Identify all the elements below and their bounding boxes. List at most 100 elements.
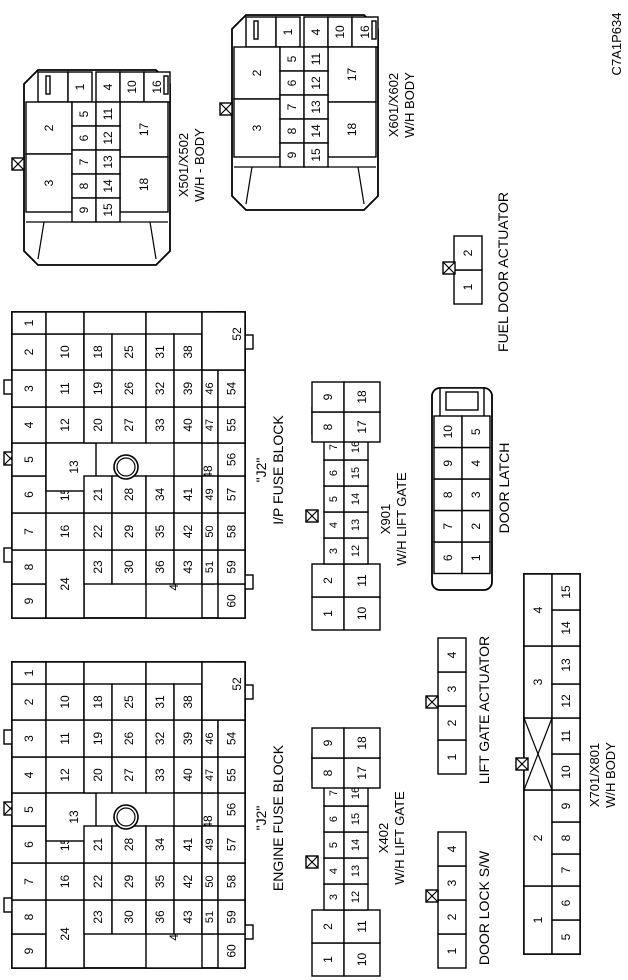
pin-18-label: 18 xyxy=(345,123,359,137)
corner-slot-cell xyxy=(37,71,69,103)
pin-15-label: 15 xyxy=(350,813,362,825)
fuel-door-label: FUEL DOOR ACTUATOR xyxy=(495,192,511,352)
fuse-g47-label: 47 xyxy=(204,419,216,431)
fuse-c22-label: 22 xyxy=(91,525,105,539)
fuse-d26-label: 26 xyxy=(122,382,136,396)
pin-11-label: 11 xyxy=(101,107,115,120)
fuse-a6-label: 6 xyxy=(22,491,36,498)
fuse-c19-label: 19 xyxy=(91,382,105,396)
fuse-f40-label: 40 xyxy=(181,768,195,782)
fuse-f43-label: 43 xyxy=(181,560,195,574)
pin-13-cell xyxy=(551,645,581,685)
pin-2-label: 2 xyxy=(321,577,335,584)
fuse-f42-cell xyxy=(173,512,203,551)
fuse-d25-cell xyxy=(111,683,147,721)
pin-4-cell xyxy=(523,573,553,647)
fuse-d27-label: 27 xyxy=(122,768,136,782)
pin-1-cell xyxy=(275,16,301,48)
pin-12-label: 12 xyxy=(101,131,115,145)
pin-9-cell xyxy=(311,381,345,413)
pin-13-label: 13 xyxy=(101,155,115,169)
fuse-48-cell xyxy=(173,442,203,477)
fuse-d29-label: 29 xyxy=(122,525,136,539)
pin-1-cell xyxy=(67,71,93,103)
fuse-c23-cell xyxy=(83,549,113,585)
pin-11-cell xyxy=(343,909,381,944)
fuse-block-tab xyxy=(3,897,13,913)
fuse-c22-label: 22 xyxy=(91,875,105,889)
fuse-f41-label: 41 xyxy=(181,488,195,502)
fuse-e32-label: 32 xyxy=(153,382,167,396)
fuse-c21-cell xyxy=(83,475,113,514)
pin-14-cell xyxy=(95,173,121,199)
pin-10-cell xyxy=(343,596,381,631)
pin-3-label: 3 xyxy=(531,678,545,685)
pin-4-cell xyxy=(461,446,491,480)
fuse-f41-cell xyxy=(173,475,203,514)
pin-1-cell xyxy=(437,739,467,775)
fuse-e36-label: 36 xyxy=(153,910,167,924)
fuse-d30-label: 30 xyxy=(122,560,136,574)
pin-2-cell xyxy=(437,705,467,741)
pin-6-label: 6 xyxy=(328,470,340,476)
pin-17-label: 17 xyxy=(345,68,359,82)
pin-5-label: 5 xyxy=(285,55,299,62)
fuse-g49-label: 49 xyxy=(204,838,216,850)
pin-6-label: 6 xyxy=(441,554,455,561)
pin-2-cell xyxy=(461,509,491,543)
fuse-block-tab xyxy=(3,547,13,563)
pin-1-cell xyxy=(311,596,345,631)
pin-11-label: 11 xyxy=(355,920,369,933)
fuse-c23-label: 23 xyxy=(91,560,105,574)
x501-sub-label: W/H - BODY xyxy=(192,128,207,202)
pin-2-cell xyxy=(233,46,281,100)
pin-17-cell xyxy=(343,757,381,789)
pin-1-label: 1 xyxy=(461,283,475,290)
pin-9-label: 9 xyxy=(441,460,455,467)
door-lock-label: DOOR LOCK S/W xyxy=(476,850,492,965)
pin-16-label: 16 xyxy=(350,441,362,453)
fuse-h55-label: 55 xyxy=(225,768,239,782)
pin-8-label: 8 xyxy=(285,127,299,134)
pin-10-cell xyxy=(433,415,463,449)
fuse-h56-cell xyxy=(217,792,246,827)
fuse-d29-cell xyxy=(111,862,147,901)
fuse-c20-label: 20 xyxy=(91,418,105,432)
fuse-f43-cell xyxy=(173,899,203,935)
fuse-a6-label: 6 xyxy=(22,841,36,848)
pin-17-cell xyxy=(119,101,169,158)
pin-6-label: 6 xyxy=(559,899,573,906)
fuse-c22-cell xyxy=(83,512,113,551)
fuse-g49-label: 49 xyxy=(204,488,216,500)
fuse-52-label: 52 xyxy=(230,677,244,691)
pin-4-label: 4 xyxy=(328,868,340,874)
pin-7-label: 7 xyxy=(328,444,340,450)
pin-13-label: 13 xyxy=(559,658,573,672)
fuse-e35-label: 35 xyxy=(153,875,167,889)
pin-9-label: 9 xyxy=(321,393,335,400)
fuse-e34-label: 34 xyxy=(153,838,167,852)
fuse-e31-label: 31 xyxy=(153,345,167,359)
fuse-52-box-cell xyxy=(201,661,246,721)
fuse-b16-label: 16 xyxy=(58,875,72,889)
fuse-b11-label: 11 xyxy=(58,382,72,395)
pin-2-cell xyxy=(311,563,345,598)
x701-label: X701/X801 xyxy=(587,743,602,807)
pin-2-cell xyxy=(453,235,483,271)
pin-1-label: 1 xyxy=(281,28,295,35)
pin-7-cell xyxy=(433,509,463,543)
pin-3-label: 3 xyxy=(42,179,56,186)
fuse-e36-label: 36 xyxy=(153,560,167,574)
fuse-e36-cell xyxy=(145,549,175,585)
fuse-d29-cell xyxy=(111,512,147,551)
fuse-f42-label: 42 xyxy=(181,525,195,539)
fuse-f38-label: 38 xyxy=(181,695,195,709)
pin-15-label: 15 xyxy=(350,467,362,479)
fuse-f39-label: 39 xyxy=(181,382,195,396)
pin-1-label: 1 xyxy=(469,554,483,561)
pin-10-label: 10 xyxy=(441,425,455,439)
fuse-a7-label: 7 xyxy=(22,878,36,885)
